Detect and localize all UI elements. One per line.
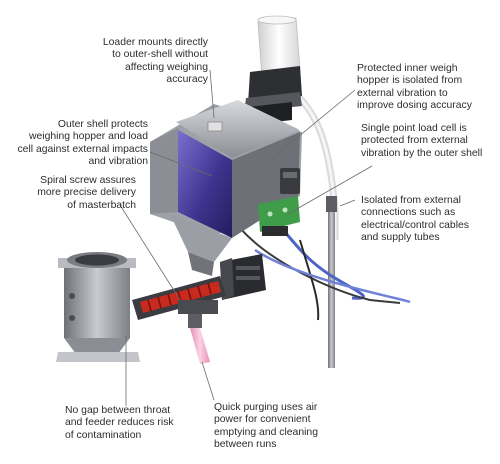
callout-inner-hopper: Protected inner weigh hopper is isolated… (357, 63, 472, 112)
leader-spiral-screw (119, 204, 181, 301)
leader-loader-mount (209, 69, 215, 119)
leader-load-cell (287, 165, 373, 215)
loader-tube (238, 15, 302, 126)
leader-outer-shell (149, 151, 213, 177)
callout-outer-shell: Outer shell protects weighing hopper and… (17, 119, 148, 168)
callout-spiral-screw: Spiral screw assures more precise delive… (37, 175, 136, 211)
machine-throat (56, 252, 140, 362)
feeder-motor (220, 254, 266, 300)
leader-isolated (339, 199, 356, 207)
leader-inner-hopper (269, 89, 356, 161)
hopper-cone (170, 214, 232, 276)
callout-no-gap: No gap between throat and feeder reduces… (65, 405, 174, 441)
control-cables (239, 227, 411, 321)
leader-purging (201, 361, 215, 401)
mount-bracket (207, 121, 223, 132)
leader-lines (119, 69, 373, 406)
callout-purging: Quick purging uses air power for conveni… (214, 402, 318, 451)
callout-loader-mount: Loader mounts directly to outer-shell wi… (102, 37, 208, 86)
callout-isolated: Isolated from external connections such … (361, 195, 469, 244)
callout-load-cell: Single point load cell is protected from… (361, 123, 483, 159)
purge-nozzle (188, 314, 210, 364)
support-rod (326, 196, 337, 368)
load-cell-board (258, 168, 300, 236)
